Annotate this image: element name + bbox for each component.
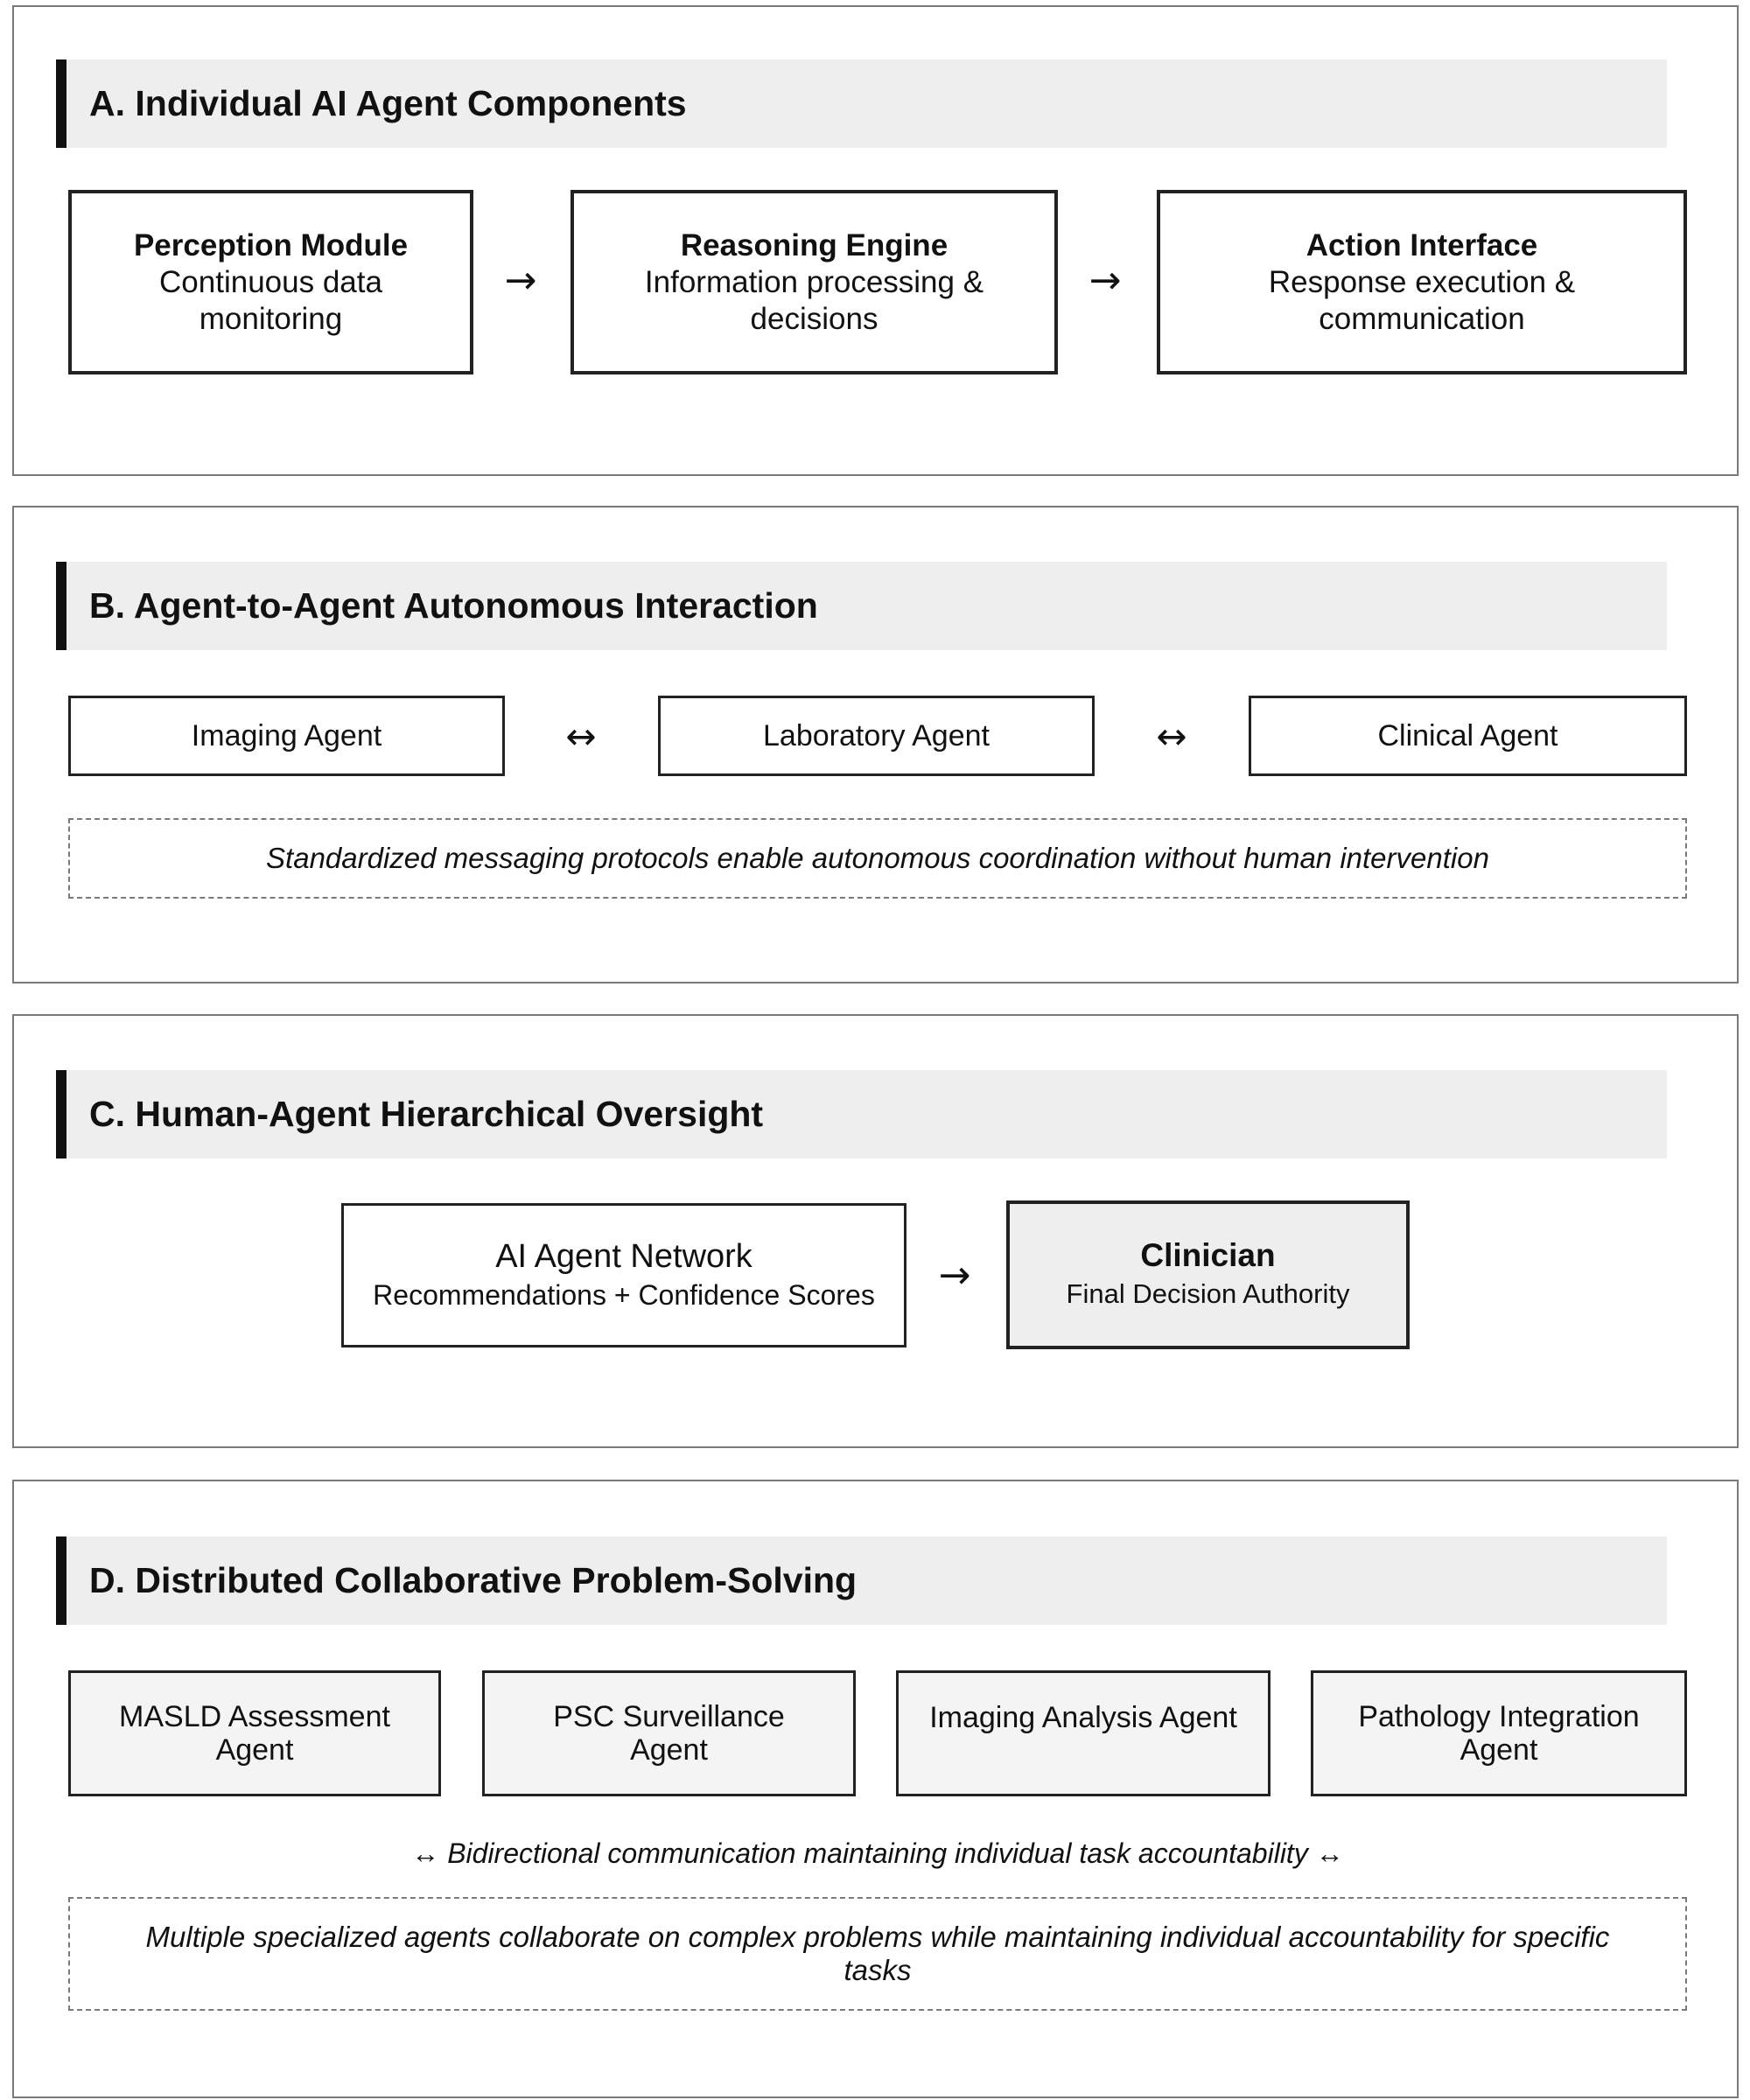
reasoning-engine-title: Reasoning Engine: [680, 228, 948, 262]
reasoning-engine-line1: Information processing &: [644, 264, 984, 299]
imaging-agent-label: Imaging Agent: [191, 718, 382, 752]
masld-agent-line2: Agent: [215, 1733, 294, 1767]
perception-module-line1: Continuous data: [159, 264, 382, 299]
psc-surveillance-agent-box: PSC Surveillance Agent: [482, 1670, 856, 1796]
right-arrow-icon: →: [1088, 258, 1122, 303]
clinician-subtitle: Final Decision Authority: [1066, 1278, 1350, 1309]
imaging-agent-box: Imaging Agent: [68, 696, 505, 776]
perception-module-title: Perception Module: [133, 228, 409, 262]
masld-agent-line1: MASLD Assessment: [119, 1700, 390, 1733]
psc-agent-line2: Agent: [630, 1733, 708, 1767]
bidirectional-arrow-icon: ↔: [565, 715, 597, 758]
panel-c-title: C. Human-Agent Hierarchical Oversight: [89, 1094, 764, 1134]
laboratory-agent-label: Laboratory Agent: [763, 718, 990, 752]
panel-b-title: B. Agent-to-Agent Autonomous Interaction: [89, 585, 818, 626]
psc-agent-line1: PSC Surveillance: [553, 1700, 785, 1733]
panel-a-title: A. Individual AI Agent Components: [89, 83, 687, 123]
panel-d-title: D. Distributed Collaborative Problem-Sol…: [89, 1560, 858, 1600]
pathology-agent-line1: Pathology Integration: [1358, 1700, 1640, 1733]
action-interface-title: Action Interface: [1306, 228, 1538, 262]
panel-d-note-line2: tasks: [844, 1954, 912, 1986]
panel-b-note: Standardized messaging protocols enable …: [68, 818, 1687, 899]
action-interface-line1: Response execution &: [1268, 264, 1576, 299]
panel-a-header: A. Individual AI Agent Components: [56, 60, 1667, 148]
right-arrow-icon: →: [504, 258, 537, 303]
masld-assessment-agent-box: MASLD Assessment Agent: [68, 1670, 441, 1796]
panel-d-note-line1: Multiple specialized agents collaborate …: [145, 1921, 1610, 1953]
right-arrow-icon: →: [938, 1253, 971, 1298]
panel-b-note-text: Standardized messaging protocols enable …: [266, 842, 1489, 874]
imaging-analysis-agent-line1: Imaging Analysis Agent: [929, 1701, 1237, 1734]
bidirectional-communication-text: ↔ Bidirectional communication maintainin…: [411, 1838, 1344, 1869]
action-interface-line2: communication: [1319, 301, 1525, 336]
perception-module-box: Perception Module Continuous data monito…: [68, 190, 473, 374]
panel-d-header: D. Distributed Collaborative Problem-Sol…: [56, 1536, 1667, 1625]
clinical-agent-label: Clinical Agent: [1377, 718, 1558, 752]
clinician-title: Clinician: [1140, 1237, 1276, 1273]
clinician-box: Clinician Final Decision Authority: [1006, 1200, 1410, 1349]
bidirectional-arrow-icon: ↔: [1156, 715, 1187, 758]
ai-agent-network-title: AI Agent Network: [495, 1237, 752, 1275]
laboratory-agent-box: Laboratory Agent: [658, 696, 1095, 776]
reasoning-engine-box: Reasoning Engine Information processing …: [570, 190, 1058, 374]
ai-agent-network-box: AI Agent Network Recommendations + Confi…: [341, 1203, 906, 1348]
panel-d-note: Multiple specialized agents collaborate …: [68, 1897, 1687, 2011]
pathology-integration-agent-box: Pathology Integration Agent: [1311, 1670, 1687, 1796]
panel-c-header: C. Human-Agent Hierarchical Oversight: [56, 1070, 1667, 1158]
panel-b-header: B. Agent-to-Agent Autonomous Interaction: [56, 562, 1667, 650]
reasoning-engine-line2: decisions: [750, 301, 878, 336]
action-interface-box: Action Interface Response execution & co…: [1157, 190, 1687, 374]
imaging-analysis-agent-box: Imaging Analysis Agent: [896, 1670, 1270, 1796]
pathology-agent-line2: Agent: [1460, 1733, 1538, 1767]
perception-module-line2: monitoring: [199, 301, 343, 336]
ai-agent-network-subtitle: Recommendations + Confidence Scores: [373, 1278, 875, 1311]
clinical-agent-box: Clinical Agent: [1249, 696, 1687, 776]
